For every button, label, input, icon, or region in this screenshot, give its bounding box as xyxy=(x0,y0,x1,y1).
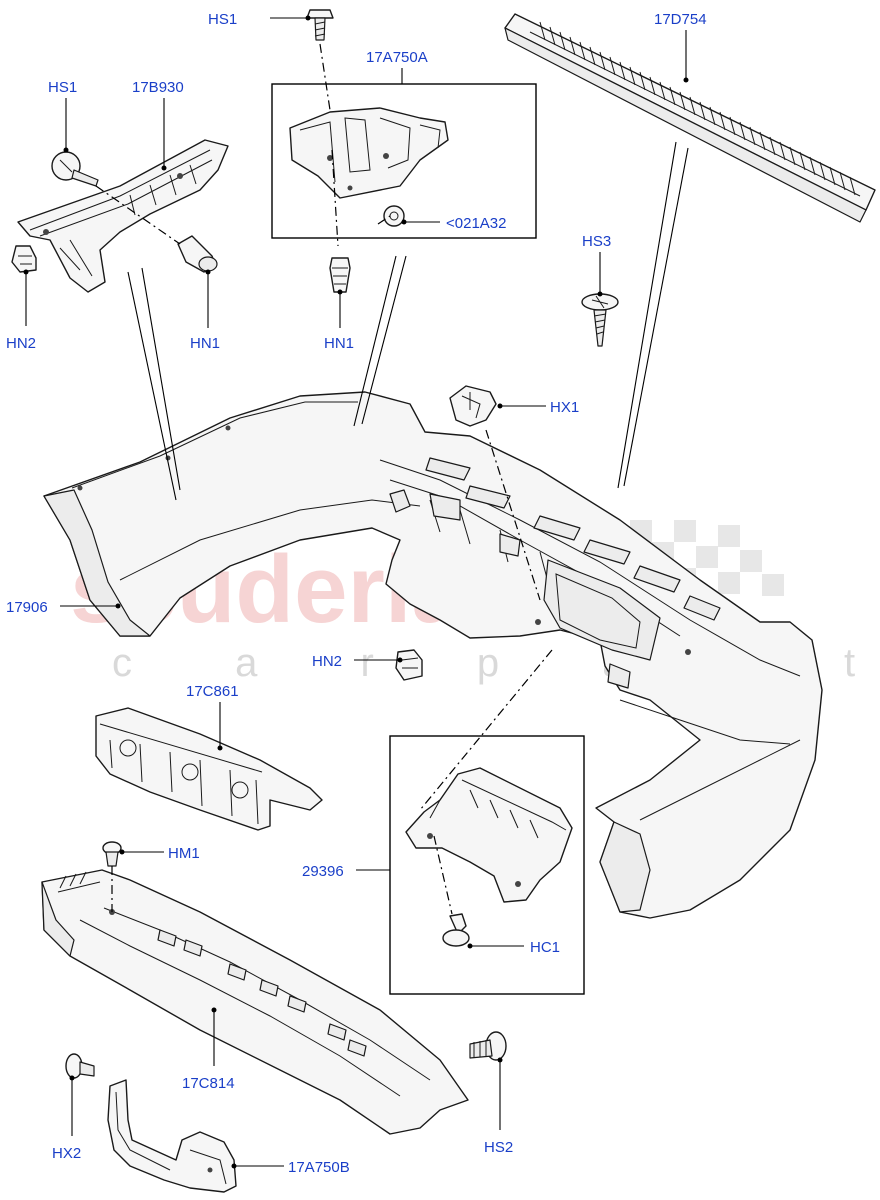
label-29396: 29396 xyxy=(302,863,344,880)
label-hx2: HX2 xyxy=(52,1145,81,1162)
nut-hn1-mid[interactable] xyxy=(329,257,351,293)
long-leader-lines xyxy=(127,141,689,501)
label-leaders xyxy=(23,15,689,1169)
label-hn2-left: HN2 xyxy=(6,335,36,352)
clip-hn2-left[interactable] xyxy=(11,245,37,273)
bolt-hs2[interactable] xyxy=(469,1031,507,1061)
assembly-lines xyxy=(95,43,553,915)
label-hn2-mid: HN2 xyxy=(312,653,342,670)
absorber-17C861[interactable] xyxy=(95,707,323,831)
inset-box-29396 xyxy=(389,735,585,995)
label-hs1-top: HS1 xyxy=(208,11,237,28)
nut-hn1-left[interactable] xyxy=(177,235,218,273)
callout-labels: HS1 17A750A 17D754 HS1 17B930 <021A32 HS… xyxy=(6,11,707,1176)
bracket-17B930[interactable] xyxy=(17,139,229,293)
inset-box-17A750A xyxy=(271,83,537,239)
label-17906: 17906 xyxy=(6,599,48,616)
bracket-17A750B[interactable] xyxy=(107,1079,237,1193)
bracket-17A750A[interactable] xyxy=(289,107,449,199)
clip-hn2-mid[interactable] xyxy=(395,649,423,681)
label-17B930: 17B930 xyxy=(132,79,184,96)
nut-021A32[interactable] xyxy=(383,205,405,227)
label-hm1: HM1 xyxy=(168,845,200,862)
label-hs2: HS2 xyxy=(484,1139,513,1156)
label-hc1: HC1 xyxy=(530,939,560,956)
label-021A32: <021A32 xyxy=(446,215,506,232)
bumper-cover-17906[interactable] xyxy=(43,391,823,919)
label-hx1: HX1 xyxy=(550,399,579,416)
clip-hx2[interactable] xyxy=(65,1053,95,1079)
label-17A750A: 17A750A xyxy=(366,49,428,66)
screw-hs1-top[interactable] xyxy=(306,9,334,41)
label-17D754: 17D754 xyxy=(654,11,707,28)
beam-slots xyxy=(157,929,367,1057)
label-hs1-left: HS1 xyxy=(48,79,77,96)
label-hn1-left: HN1 xyxy=(190,335,220,352)
label-17C814: 17C814 xyxy=(182,1075,235,1092)
step-pad-17D754[interactable] xyxy=(504,13,876,223)
beam-17C814[interactable] xyxy=(41,869,469,1135)
bumper-grid-pads xyxy=(425,457,721,621)
clip-hx1[interactable] xyxy=(449,385,497,427)
label-17A750B: 17A750B xyxy=(288,1159,350,1176)
clip-hc1[interactable] xyxy=(442,913,470,947)
screw-hs1-left[interactable] xyxy=(51,151,99,187)
screw-hs3[interactable] xyxy=(581,293,619,347)
label-hs3: HS3 xyxy=(582,233,611,250)
clip-hm1[interactable] xyxy=(102,841,122,867)
label-17C861: 17C861 xyxy=(186,683,239,700)
label-hn1-mid: HN1 xyxy=(324,335,354,352)
bracket-29396[interactable] xyxy=(405,767,573,903)
